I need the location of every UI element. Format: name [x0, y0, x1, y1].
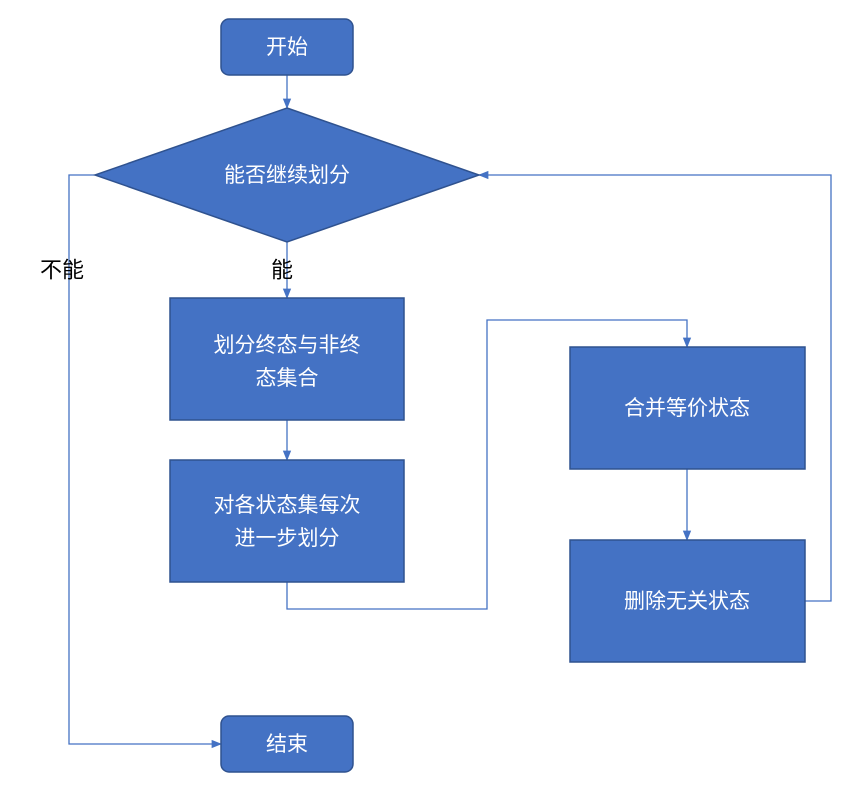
node-decision-text: 能否继续划分	[224, 163, 350, 187]
edge-labels: 不能 能	[40, 259, 293, 284]
node-decision[interactable]: 能否继续划分	[92, 107, 482, 243]
edge-remove-to-decision	[477, 170, 832, 602]
node-decision-shape	[92, 107, 482, 243]
node-start-shape	[220, 18, 354, 76]
node-merge[interactable]: 合并等价状态	[569, 346, 806, 470]
nodes: 开始 能否继续划分 划分终态与非终 态集合 对各状态集每次 进一步划分 合并等价…	[92, 18, 806, 773]
edge-label-yes: 能	[271, 259, 293, 284]
node-split-final-shape	[169, 297, 405, 421]
node-split-final-text-line1: 划分终态与非终	[214, 333, 361, 357]
node-split-each-text-line2: 进一步划分	[235, 526, 340, 550]
node-split-final[interactable]: 划分终态与非终 态集合	[169, 297, 405, 421]
node-end-shape	[220, 715, 354, 773]
node-merge-shape	[569, 346, 806, 470]
node-merge-text: 合并等价状态	[624, 396, 750, 420]
edge-split-each-to-merge	[286, 319, 692, 610]
edge-label-no: 不能	[40, 259, 84, 284]
node-split-each-text-line1: 对各状态集每次	[214, 493, 361, 517]
edge-decision-to-end	[68, 174, 223, 749]
node-remove-text: 删除无关状态	[624, 589, 750, 613]
node-split-final-text-line2: 态集合	[256, 366, 319, 390]
node-remove-shape	[569, 539, 806, 663]
node-split-each[interactable]: 对各状态集每次 进一步划分	[169, 459, 405, 583]
node-remove[interactable]: 删除无关状态	[569, 539, 806, 663]
node-end[interactable]: 结束	[220, 715, 354, 773]
node-start-text: 开始	[266, 35, 308, 59]
node-split-each-shape	[169, 459, 405, 583]
node-end-text: 结束	[266, 732, 308, 756]
node-start[interactable]: 开始	[220, 18, 354, 76]
edges	[68, 75, 832, 749]
